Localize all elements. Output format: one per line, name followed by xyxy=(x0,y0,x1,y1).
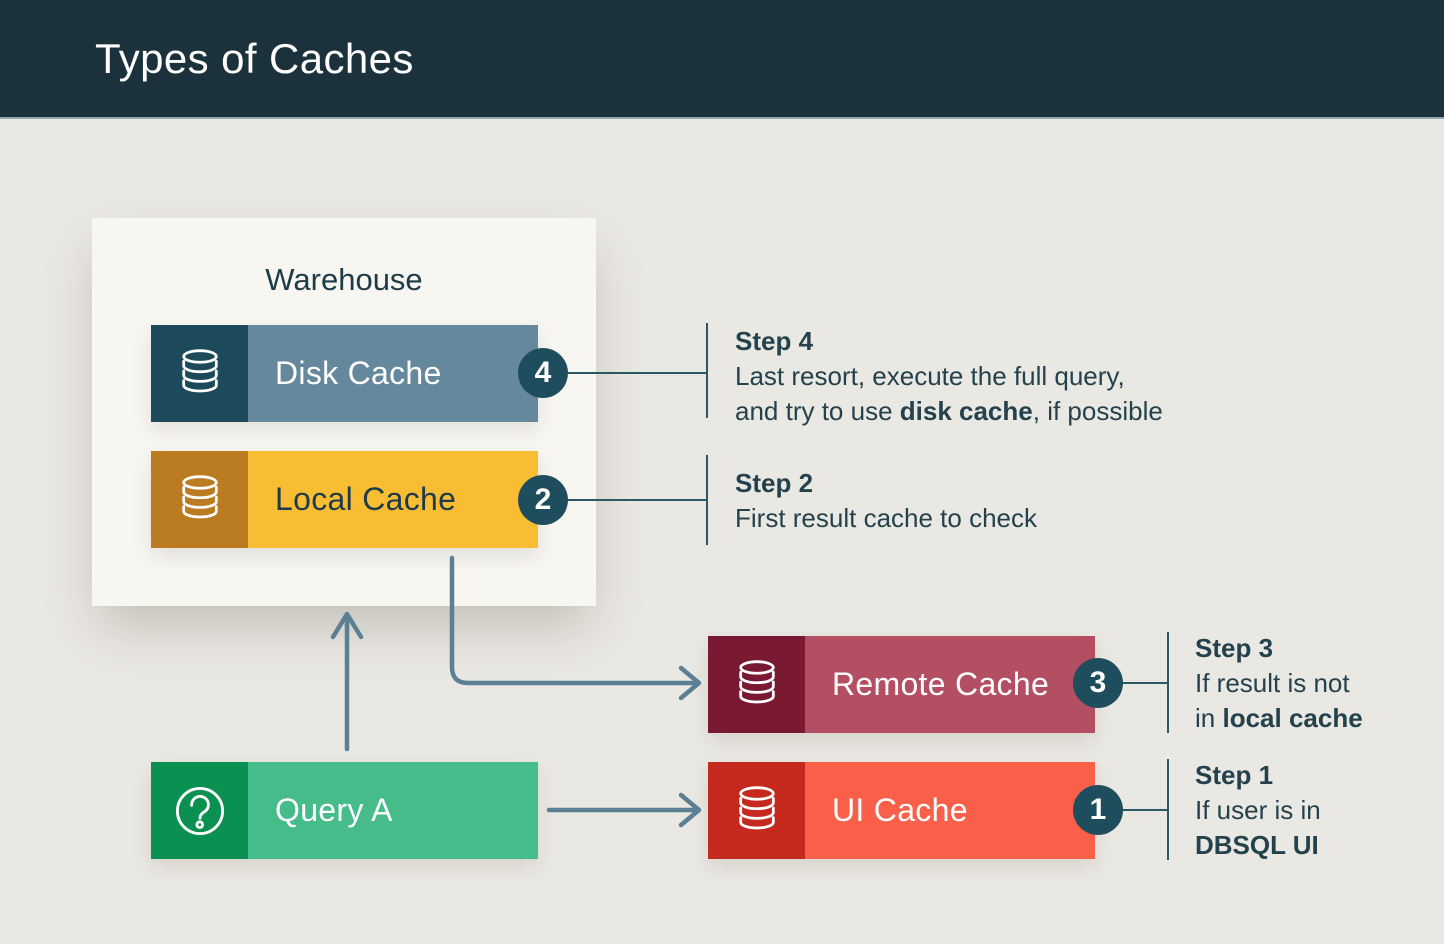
local-cache-icon-box xyxy=(151,451,248,548)
disk-cache-node: Disk Cache xyxy=(151,325,538,422)
step-4-badge: 4 xyxy=(518,348,568,398)
step-3-line-1: If result is not xyxy=(1195,668,1350,698)
step-4-connector-line xyxy=(566,372,706,374)
step-1-line-1: If user is in xyxy=(1195,795,1321,825)
disk-cache-icon-box xyxy=(151,325,248,422)
step-4-line-1: Last resort, execute the full query, xyxy=(735,361,1125,391)
step-2-text: Step 2 First result cache to check xyxy=(735,466,1037,536)
local-cache-label: Local Cache xyxy=(275,481,457,517)
warehouse-title: Warehouse xyxy=(265,262,423,297)
step-3-badge: 3 xyxy=(1073,658,1123,708)
query-a-node: Query A xyxy=(151,762,538,859)
step-4-rule xyxy=(706,323,708,418)
question-icon xyxy=(169,780,231,842)
step-2-connector-line xyxy=(566,499,706,501)
disk-cache-label: Disk Cache xyxy=(275,355,442,391)
step-1-rule xyxy=(1167,759,1169,860)
arrow-query-to-warehouse xyxy=(330,611,364,752)
database-icon xyxy=(728,782,786,840)
step-3-rule xyxy=(1167,632,1169,733)
arrow-query-to-ui xyxy=(546,792,702,828)
ui-cache-node: UI Cache xyxy=(708,762,1095,859)
step-3-line-2: in local cache xyxy=(1195,703,1363,733)
step-4-title: Step 4 xyxy=(735,326,814,356)
remote-cache-label: Remote Cache xyxy=(832,666,1050,702)
database-icon xyxy=(171,345,229,403)
database-icon xyxy=(171,471,229,529)
step-3-text: Step 3 If result is not in local cache xyxy=(1195,631,1363,736)
step-2-line-1: First result cache to check xyxy=(735,503,1037,533)
ui-cache-icon-box xyxy=(708,762,805,859)
step-2-badge: 2 xyxy=(518,475,568,525)
remote-cache-icon-box xyxy=(708,636,805,733)
page-title: Types of Caches xyxy=(95,34,414,82)
ui-cache-label: UI Cache xyxy=(832,792,968,828)
remote-cache-node: Remote Cache xyxy=(708,636,1095,733)
step-1-badge: 1 xyxy=(1073,785,1123,835)
header-bar: Types of Caches xyxy=(0,0,1444,119)
step-1-text: Step 1 If user is in DBSQL UI xyxy=(1195,758,1321,863)
query-a-icon-box xyxy=(151,762,248,859)
step-2-rule xyxy=(706,455,708,545)
database-icon xyxy=(728,656,786,714)
step-1-line-2: DBSQL UI xyxy=(1195,830,1319,860)
step-3-title: Step 3 xyxy=(1195,633,1274,663)
local-cache-node: Local Cache xyxy=(151,451,538,548)
step-4-text: Step 4 Last resort, execute the full que… xyxy=(735,324,1163,429)
step-1-title: Step 1 xyxy=(1195,760,1274,790)
query-a-label: Query A xyxy=(275,792,393,828)
step-3-connector-line xyxy=(1121,682,1167,684)
step-4-line-2: and try to use disk cache, if possible xyxy=(735,396,1163,426)
step-1-connector-line xyxy=(1121,809,1167,811)
step-2-title: Step 2 xyxy=(735,468,814,498)
